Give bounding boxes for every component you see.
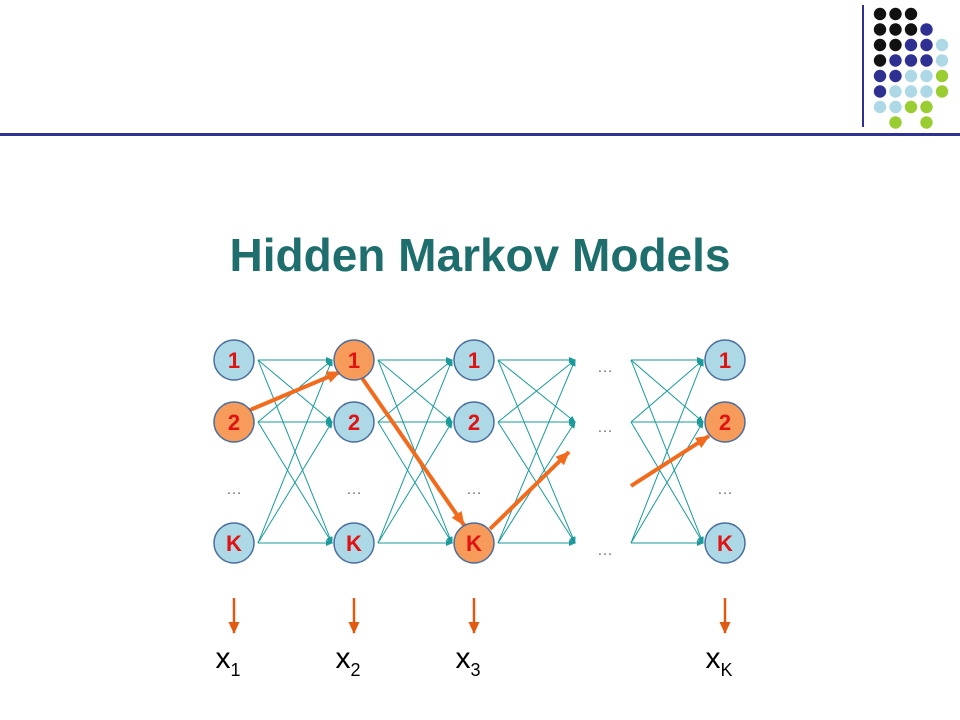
state-label: 1 (348, 348, 360, 373)
state-path (249, 370, 711, 531)
gap-ellipsis: … (597, 542, 613, 559)
header-rule (0, 133, 960, 136)
state-label: 1 (468, 348, 480, 373)
state-label: 2 (348, 410, 360, 435)
state-node (213, 339, 255, 381)
observation-label: xK (705, 642, 732, 680)
time-step-t3: 1 2K … x3 (453, 339, 495, 680)
deco-dot (904, 23, 918, 36)
transition-arrow (630, 359, 704, 423)
time-step-t1: 1 2K … x1 (213, 339, 255, 680)
deco-dot (920, 100, 933, 114)
state-ellipsis: … (466, 481, 482, 498)
state-node (453, 401, 495, 443)
deco-dot (920, 38, 933, 52)
state-label: K (466, 531, 482, 556)
path-arrow (249, 370, 341, 412)
deco-dot (935, 38, 949, 52)
deco-dot (904, 85, 918, 98)
transition-arrow (257, 359, 333, 544)
state-node (333, 522, 375, 564)
deco-dot (873, 23, 887, 36)
transition-arrow (377, 421, 453, 544)
deco-dot (920, 116, 933, 129)
deco-dot (873, 38, 887, 52)
deco-dot (935, 69, 949, 83)
deco-dot (889, 54, 902, 67)
transition-arrow (377, 359, 453, 423)
deco-dot (904, 69, 918, 83)
state-label: 2 (719, 410, 731, 435)
deco-dot (873, 7, 887, 21)
deco-dot (920, 69, 933, 83)
observation-label: x1 (215, 642, 240, 680)
path-arrow (629, 434, 711, 488)
time-step-tK: 1 2K … xK (704, 339, 746, 680)
transition-arrow (497, 359, 576, 544)
deco-dot (873, 85, 887, 98)
deco-dot (889, 23, 902, 36)
deco-dot (873, 54, 887, 67)
deco-dot (889, 38, 902, 52)
state-node (704, 522, 746, 564)
state-node-highlighted (453, 522, 495, 564)
state-label: 2 (228, 410, 240, 435)
deco-dot (935, 54, 949, 67)
state-label: K (717, 531, 733, 556)
state-node-highlighted (213, 401, 255, 443)
state-ellipsis: … (346, 481, 362, 498)
transition-arrows (257, 357, 704, 546)
decorative-dot-grid (873, 7, 949, 129)
deco-dot (920, 23, 933, 36)
state-label: 2 (468, 410, 480, 435)
state-label: 1 (228, 348, 240, 373)
deco-dot (889, 69, 902, 83)
transition-arrow (630, 359, 704, 544)
state-node (213, 522, 255, 564)
path-arrow (488, 450, 571, 531)
transition-arrow (630, 421, 704, 544)
state-label: K (226, 531, 242, 556)
deco-dot (873, 100, 887, 114)
slide-title: Hidden Markov Models (229, 229, 731, 281)
state-node-highlighted (333, 339, 375, 381)
state-node-highlighted (704, 401, 746, 443)
deco-dot (920, 85, 933, 98)
deco-dot (889, 116, 902, 129)
state-node (704, 339, 746, 381)
state-label: 1 (719, 348, 731, 373)
gap-ellipsis: … (597, 359, 613, 376)
deco-dot (935, 85, 949, 98)
state-node (333, 401, 375, 443)
deco-dot (904, 54, 918, 67)
time-step-t2: 1 2K … x2 (333, 339, 375, 680)
deco-dot (920, 54, 933, 67)
state-ellipsis: … (717, 481, 733, 498)
deco-dot (889, 7, 902, 21)
transition-arrow (497, 359, 576, 423)
header-vertical-rule (862, 5, 864, 127)
deco-dot (873, 69, 887, 83)
observation-label: x2 (335, 642, 360, 680)
observation-label: x3 (455, 642, 480, 680)
deco-dot (904, 100, 918, 114)
deco-dot (889, 100, 902, 114)
gap-ellipsis: … (597, 419, 613, 436)
deco-dot (889, 85, 902, 98)
state-label: K (346, 531, 362, 556)
state-ellipsis: … (226, 481, 242, 498)
deco-dot (904, 38, 918, 52)
path-arrow (360, 376, 466, 527)
transition-arrow (257, 421, 333, 544)
state-node (453, 339, 495, 381)
deco-dot (904, 7, 918, 21)
